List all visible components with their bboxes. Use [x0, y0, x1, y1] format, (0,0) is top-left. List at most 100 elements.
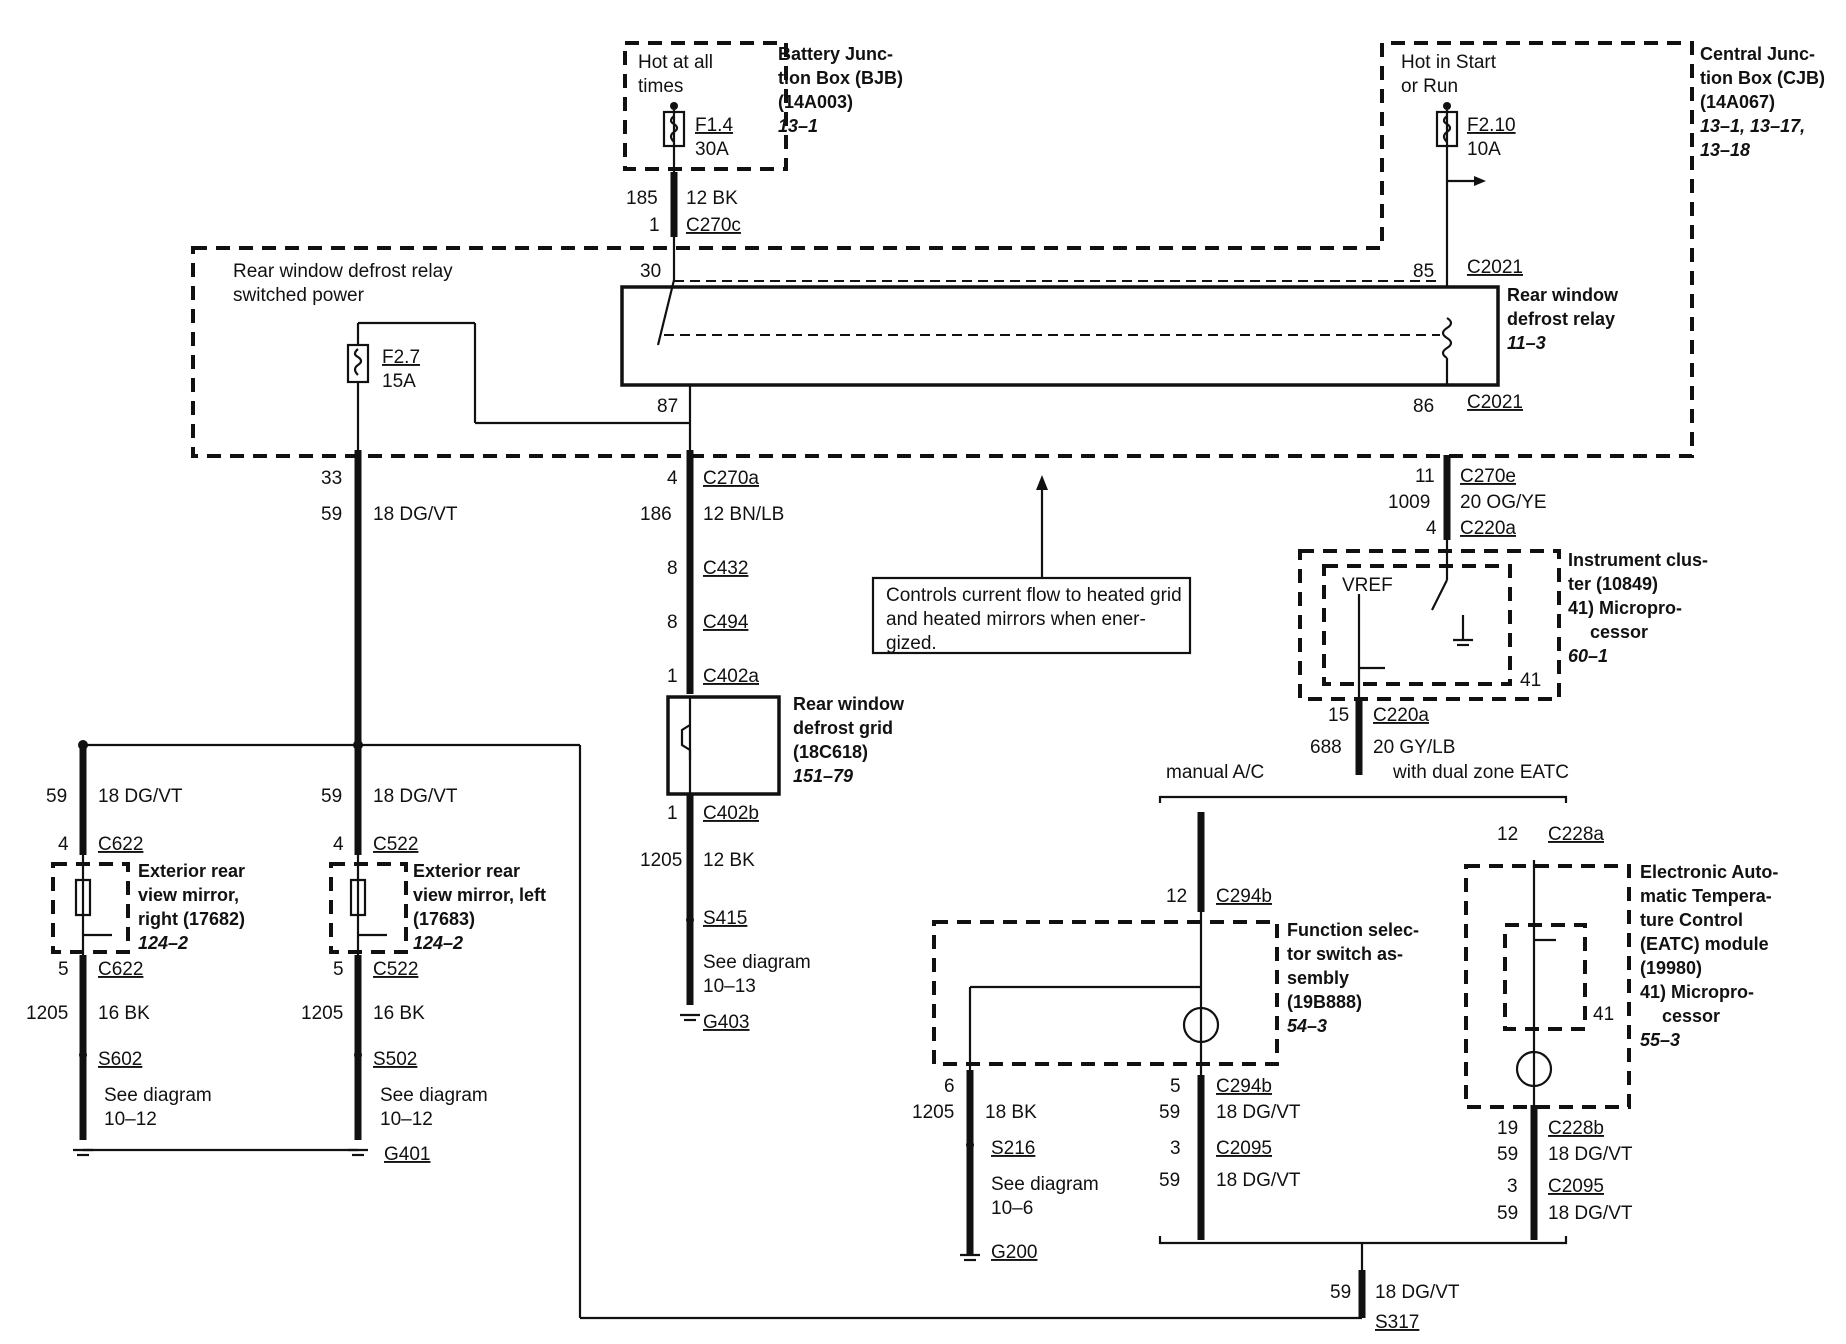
note-line2: and heated mirrors when ener- [886, 609, 1146, 630]
mirror-left-title2: view mirror, left [413, 885, 546, 905]
cluster-title4: cessor [1590, 622, 1648, 642]
eatc-pin-in: 12 [1497, 824, 1518, 845]
cluster-out-circuit: 688 [1310, 737, 1342, 758]
eatc-pin-c2095: 3 [1507, 1176, 1518, 1197]
mirror-right-gauge: 18 DG/VT [98, 786, 183, 807]
mirror-feed-gauge: 18 DG/VT [373, 504, 458, 525]
relay-area-label2: switched power [233, 285, 365, 306]
cjb-fuse-label: F2.10 [1467, 115, 1516, 136]
eatc-conn-out: C228b [1548, 1118, 1604, 1139]
mirror-right-title1: Exterior rear [138, 861, 245, 881]
cluster-title1: Instrument clus- [1568, 550, 1708, 570]
eatc-title5: (19980) [1640, 958, 1702, 978]
mirror-left-circuit: 59 [321, 786, 342, 807]
eatc-box [1464, 864, 1631, 1109]
mirror-feed-pin: 33 [321, 468, 342, 489]
mirror-left-gauge: 18 DG/VT [373, 786, 458, 807]
bjb-title3: (14A003) [778, 92, 853, 112]
mirror-left-gnd-circuit: 1205 [301, 1003, 343, 1024]
instrument-cluster-box [1298, 549, 1561, 701]
cluster-title3: 41) Micropro- [1568, 598, 1682, 618]
eatc-circuit-out: 59 [1497, 1144, 1518, 1165]
mirror-right-ref: 124–2 [138, 933, 188, 953]
cluster-microprocessor-box [1322, 564, 1512, 686]
grid-pin-c402a: 1 [667, 666, 678, 687]
mirror-left-ground: G401 [384, 1144, 430, 1165]
cjb-hot-line2: or Run [1401, 76, 1458, 97]
eatc-gauge-out2: 18 DG/VT [1548, 1203, 1633, 1224]
cjb-fuse-amps: 10A [1467, 139, 1501, 160]
mirror-right-gnd-gauge: 16 BK [98, 1003, 150, 1024]
cjb-title3: (14A067) [1700, 92, 1775, 112]
fss-title1: Function selec- [1287, 920, 1419, 940]
eatc-ref: 55–3 [1640, 1030, 1680, 1050]
note-line3: gized. [886, 633, 937, 654]
relay-ref: 11–3 [1507, 333, 1546, 353]
relay-c2021-bottom: C2021 [1467, 392, 1523, 413]
cjb-ref1: 13–1, 13–17, [1700, 116, 1805, 136]
mirror-left-conn-in: C522 [373, 834, 418, 855]
mirror-left-see2: 10–12 [380, 1109, 433, 1130]
fss-gauge-out2: 18 DG/VT [1216, 1170, 1301, 1191]
fss-ref: 54–3 [1287, 1016, 1327, 1036]
cjb-hot-line1: Hot in Start [1401, 52, 1497, 73]
bottom-gauge: 18 DG/VT [1375, 1282, 1460, 1303]
grid-pin-c402b: 1 [667, 803, 678, 824]
note-line1: Controls current flow to heated grid [886, 585, 1182, 606]
mirror-left-title1: Exterior rear [413, 861, 520, 881]
eatc-c2095: C2095 [1548, 1176, 1604, 1197]
bjb-fuse-label: F1.4 [695, 115, 733, 136]
mirror-left-ref: 124–2 [413, 933, 463, 953]
mirror-right-conn-out: C622 [98, 959, 143, 980]
grid-pin-c432: 8 [667, 558, 678, 579]
mirror-left-conn-out: C522 [373, 959, 418, 980]
mirror-right-title2: view mirror, [138, 885, 239, 905]
bjb-title1: Battery Junc- [778, 44, 893, 64]
cluster-title2: ter (10849) [1568, 574, 1658, 594]
grid-c402b: C402b [703, 803, 759, 824]
grid-title3: (18C618) [793, 742, 868, 762]
grid-pin-c494: 8 [667, 612, 678, 633]
cjb-title2: tion Box (CJB) [1700, 68, 1825, 88]
eatc-title7: cessor [1662, 1006, 1720, 1026]
grid-gnd-circuit: 1205 [640, 850, 682, 871]
cluster-pin-c270e: 11 [1415, 466, 1435, 487]
relay-pin87: 87 [657, 396, 678, 417]
fss-conn-out: C294b [1216, 1076, 1272, 1097]
cjb-ref2: 13–18 [1700, 140, 1750, 160]
cluster-c270e: C270e [1460, 466, 1516, 487]
bjb-title2: tion Box (BJB) [778, 68, 903, 88]
mirror-right-box [51, 862, 130, 954]
mirror-left-splice: S502 [373, 1049, 417, 1070]
fss-pin-in: 12 [1166, 886, 1187, 907]
relay-pin86: 86 [1413, 396, 1434, 417]
mirror-right-title3: right (17682) [138, 909, 245, 929]
cluster-pin41: 41 [1520, 670, 1541, 691]
bjb-fuse-amps: 30A [695, 139, 729, 160]
relay-title1: Rear window [1507, 285, 1619, 305]
option-eatc: with dual zone EATC [1392, 762, 1569, 783]
cluster-out-pin: 15 [1328, 705, 1349, 726]
bjb-ref: 13–1 [778, 116, 818, 136]
fss-box [932, 920, 1279, 1066]
fss-ground: G200 [991, 1242, 1037, 1263]
grid-box [666, 695, 781, 796]
grid-gnd-gauge: 12 BK [703, 850, 755, 871]
grid-see1: See diagram [703, 952, 811, 973]
grid-title1: Rear window [793, 694, 905, 714]
bjb-hot-line1: Hot at all [638, 52, 713, 73]
eatc-title4: (EATC) module [1640, 934, 1769, 954]
mirror-right-circuit: 59 [46, 786, 67, 807]
eatc-pin-out: 19 [1497, 1118, 1518, 1139]
eatc-title6: 41) Micropro- [1640, 982, 1754, 1002]
mirror-left-box [329, 862, 408, 954]
grid-pin-c270a: 4 [667, 468, 678, 489]
cluster-ref: 60–1 [1568, 646, 1608, 666]
fss-gnd-gauge: 18 BK [985, 1102, 1037, 1123]
relay-box [620, 285, 1500, 387]
relay-c2021-top: C2021 [1467, 257, 1523, 278]
bjb-box [623, 41, 788, 171]
bjb-wire-gauge: 12 BK [686, 188, 738, 209]
cluster-out-conn: C220a [1373, 705, 1429, 726]
relay-area-label1: Rear window defrost relay [233, 261, 453, 282]
